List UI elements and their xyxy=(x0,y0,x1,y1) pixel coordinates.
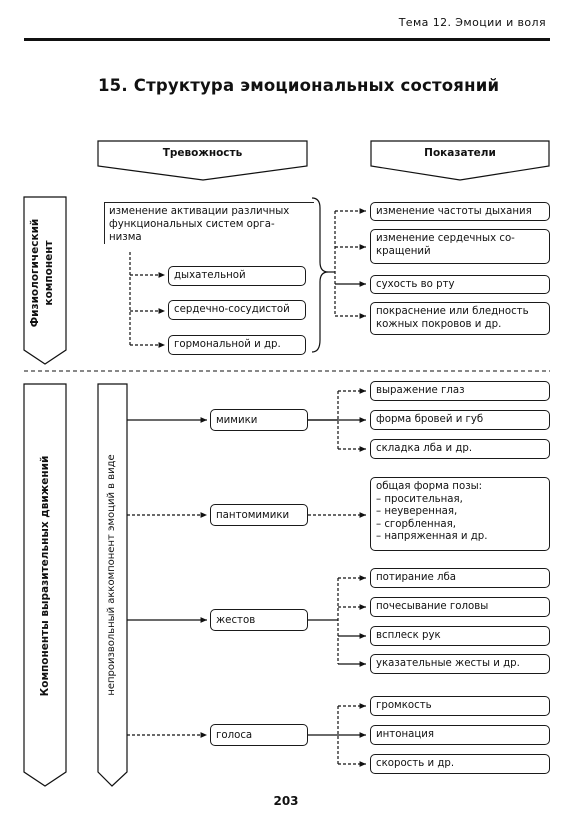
activation-change-text: изменение активации различных функционал… xyxy=(104,202,314,244)
item-pointing-gestures: указательные жесты и др. xyxy=(370,654,550,674)
item-forehead-rubbing: потирание лба xyxy=(370,568,550,588)
column-title-indicators: Показатели xyxy=(424,147,496,159)
column-title-anxiety: Тревожность xyxy=(162,147,243,159)
group-pantomimics: пантомимики xyxy=(210,504,308,526)
item-eye-expression: выражение глаз xyxy=(370,381,550,401)
expressive-movements-label: Компоненты выразительных движений xyxy=(39,455,51,697)
system-hormonal: гормональной и др. xyxy=(168,335,306,355)
page-number: 203 xyxy=(273,794,299,808)
involuntary-accompaniment-label: непроизвольный аккомпонент эмоций в виде xyxy=(106,454,117,696)
system-cardiovascular: сердечно-сосудистой xyxy=(168,300,306,320)
item-head-scratching: почесывание головы xyxy=(370,597,550,617)
indicator-heart-rate: изменение сердечных со- кращений xyxy=(370,229,550,264)
item-speed: скорость и др. xyxy=(370,754,550,774)
group-voice: голоса xyxy=(210,724,308,746)
item-loudness: громкость xyxy=(370,696,550,716)
item-brows-lips: форма бровей и губ xyxy=(370,410,550,430)
physio-component-label: Физиологический компонент xyxy=(29,218,55,328)
indicator-dry-mouth: сухость во рту xyxy=(370,275,550,294)
item-hand-clap: всплеск рук xyxy=(370,626,550,646)
system-respiratory: дыхательной xyxy=(168,266,306,286)
item-forehead-fold: складка лба и др. xyxy=(370,439,550,459)
running-header: Тема 12. Эмоции и воля xyxy=(398,16,546,29)
group-mimics: мимики xyxy=(210,409,308,431)
indicator-skin-color: покраснение или бледность кожных покрово… xyxy=(370,302,550,335)
indicator-breathing-rate: изменение частоты дыхания xyxy=(370,202,550,221)
group-gestures: жестов xyxy=(210,609,308,631)
header-rule xyxy=(24,38,550,41)
item-posture: общая форма позы: – просительная, – неув… xyxy=(370,477,550,551)
page-title: 15. Структура эмоциональных состояний xyxy=(98,76,500,95)
item-intonation: интонация xyxy=(370,725,550,745)
